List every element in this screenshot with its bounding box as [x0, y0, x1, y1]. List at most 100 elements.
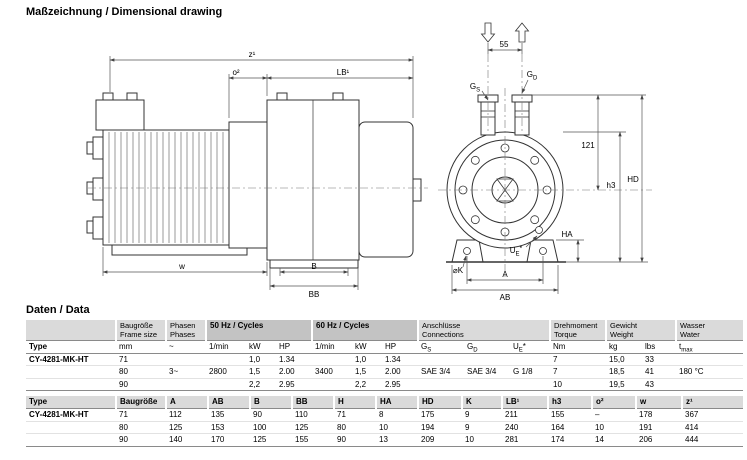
table-cell: 80: [116, 365, 166, 379]
table-cell: [510, 353, 550, 367]
header-60hz: 60 Hz / Cycles: [311, 320, 418, 341]
table-cell: –: [592, 408, 636, 422]
label-b: B: [311, 262, 316, 271]
table-cell: 10: [550, 378, 606, 392]
table-cell: 2800: [206, 365, 246, 379]
table-cell: 90: [116, 378, 166, 392]
table-cell: 125: [292, 421, 334, 435]
table-cell: 90: [250, 408, 292, 422]
label-ue: UE*: [510, 246, 523, 258]
unit-phases: ~: [166, 340, 206, 354]
unit-mm: mm: [116, 340, 166, 354]
table-cell: 1,0: [352, 353, 382, 367]
table-cell: 1.34: [382, 353, 418, 367]
table-cell: 112: [166, 408, 208, 422]
table-cell: 206: [636, 433, 682, 447]
stud-bolt: [86, 141, 94, 155]
stator-pad: [92, 216, 104, 240]
motor-body: [102, 129, 230, 246]
motor-foot: [111, 244, 248, 256]
unit-rpm-50: 1/min: [206, 340, 246, 354]
table-cell: 444: [682, 433, 743, 447]
unit-gd: GD: [464, 340, 510, 354]
table-cell: 71: [116, 408, 166, 422]
label-a: A: [502, 270, 508, 279]
header-cell-blank: [26, 320, 116, 341]
label-gs: GS: [470, 82, 480, 94]
unit-lbs: lbs: [642, 340, 676, 354]
table-cell: HD: [417, 396, 462, 409]
label-ab: AB: [500, 293, 511, 302]
table-cell: 41: [642, 365, 676, 379]
table-cell: 2.95: [382, 378, 418, 392]
flange-bolt: [470, 215, 480, 225]
table-cell: 1,0: [246, 353, 276, 367]
table-cell: 15,0: [606, 353, 642, 367]
table-cell: AB: [207, 396, 250, 409]
table-cell: [26, 421, 116, 435]
table-cell: 1,5: [352, 365, 382, 379]
unit-hp-50: HP: [276, 340, 312, 354]
lantern-bolt: [332, 92, 344, 101]
table-cell: B: [249, 396, 292, 409]
table-cell: 18,5: [606, 365, 642, 379]
table-cell: 9: [462, 408, 502, 422]
table-cell: SAE 3/4: [464, 365, 510, 379]
stud-bolt: [86, 220, 94, 234]
pump-head-side: [358, 121, 414, 258]
table-cell: 178: [636, 408, 682, 422]
terminal-bolt: [102, 92, 114, 101]
table-cell: LB¹: [501, 396, 548, 409]
dimension-labels: z¹ o² LB¹ w B BB 55 GS GD 121 h3 HD HA ⌀…: [178, 40, 639, 302]
centerlines: [88, 54, 652, 278]
table-cell: 209: [418, 433, 462, 447]
front-view: [446, 22, 566, 263]
table-cell: 71: [116, 353, 166, 367]
table-cell: 80: [334, 421, 376, 435]
table-cell: 2.00: [276, 365, 312, 379]
label-z1: z¹: [249, 50, 256, 59]
table-cell: 9: [462, 421, 502, 435]
table-cell: 153: [208, 421, 250, 435]
foot-bolt-hole: [539, 247, 547, 255]
table-cell: 155: [292, 433, 334, 447]
table-cell: [312, 378, 352, 392]
table-cell: [418, 353, 464, 367]
table-cell: 125: [250, 433, 292, 447]
table-cell: [464, 353, 510, 367]
table-cell: 174: [548, 433, 592, 447]
table-cell: 194: [418, 421, 462, 435]
table-cell: 2,2: [352, 378, 382, 392]
table-cell: SAE 3/4: [418, 365, 464, 379]
table-cell: 10: [462, 433, 502, 447]
unit-nm: Nm: [550, 340, 606, 354]
table-cell: 2,2: [246, 378, 276, 392]
inlet-arrow: [480, 22, 496, 43]
flange-bolt: [470, 155, 480, 165]
table-cell: 3400: [312, 365, 352, 379]
foot-bolt-hole: [463, 247, 471, 255]
table-cell: z¹: [681, 396, 743, 409]
terminal-bolt: [126, 92, 138, 101]
table-cell: 33: [642, 353, 676, 367]
table-cell: 43: [642, 378, 676, 392]
unit-ue: UE*: [510, 340, 550, 354]
table-cell: [418, 378, 464, 392]
label-hd: HD: [627, 175, 639, 184]
table-cell: 1,5: [246, 365, 276, 379]
table-cell: CY-4281-MK-HT: [26, 353, 116, 367]
table-cell: 367: [682, 408, 743, 422]
table-cell: BB: [291, 396, 334, 409]
table-cell: G 1/8: [510, 365, 550, 379]
section-title: Daten / Data: [26, 304, 90, 316]
unit-gs: GS: [418, 340, 464, 354]
